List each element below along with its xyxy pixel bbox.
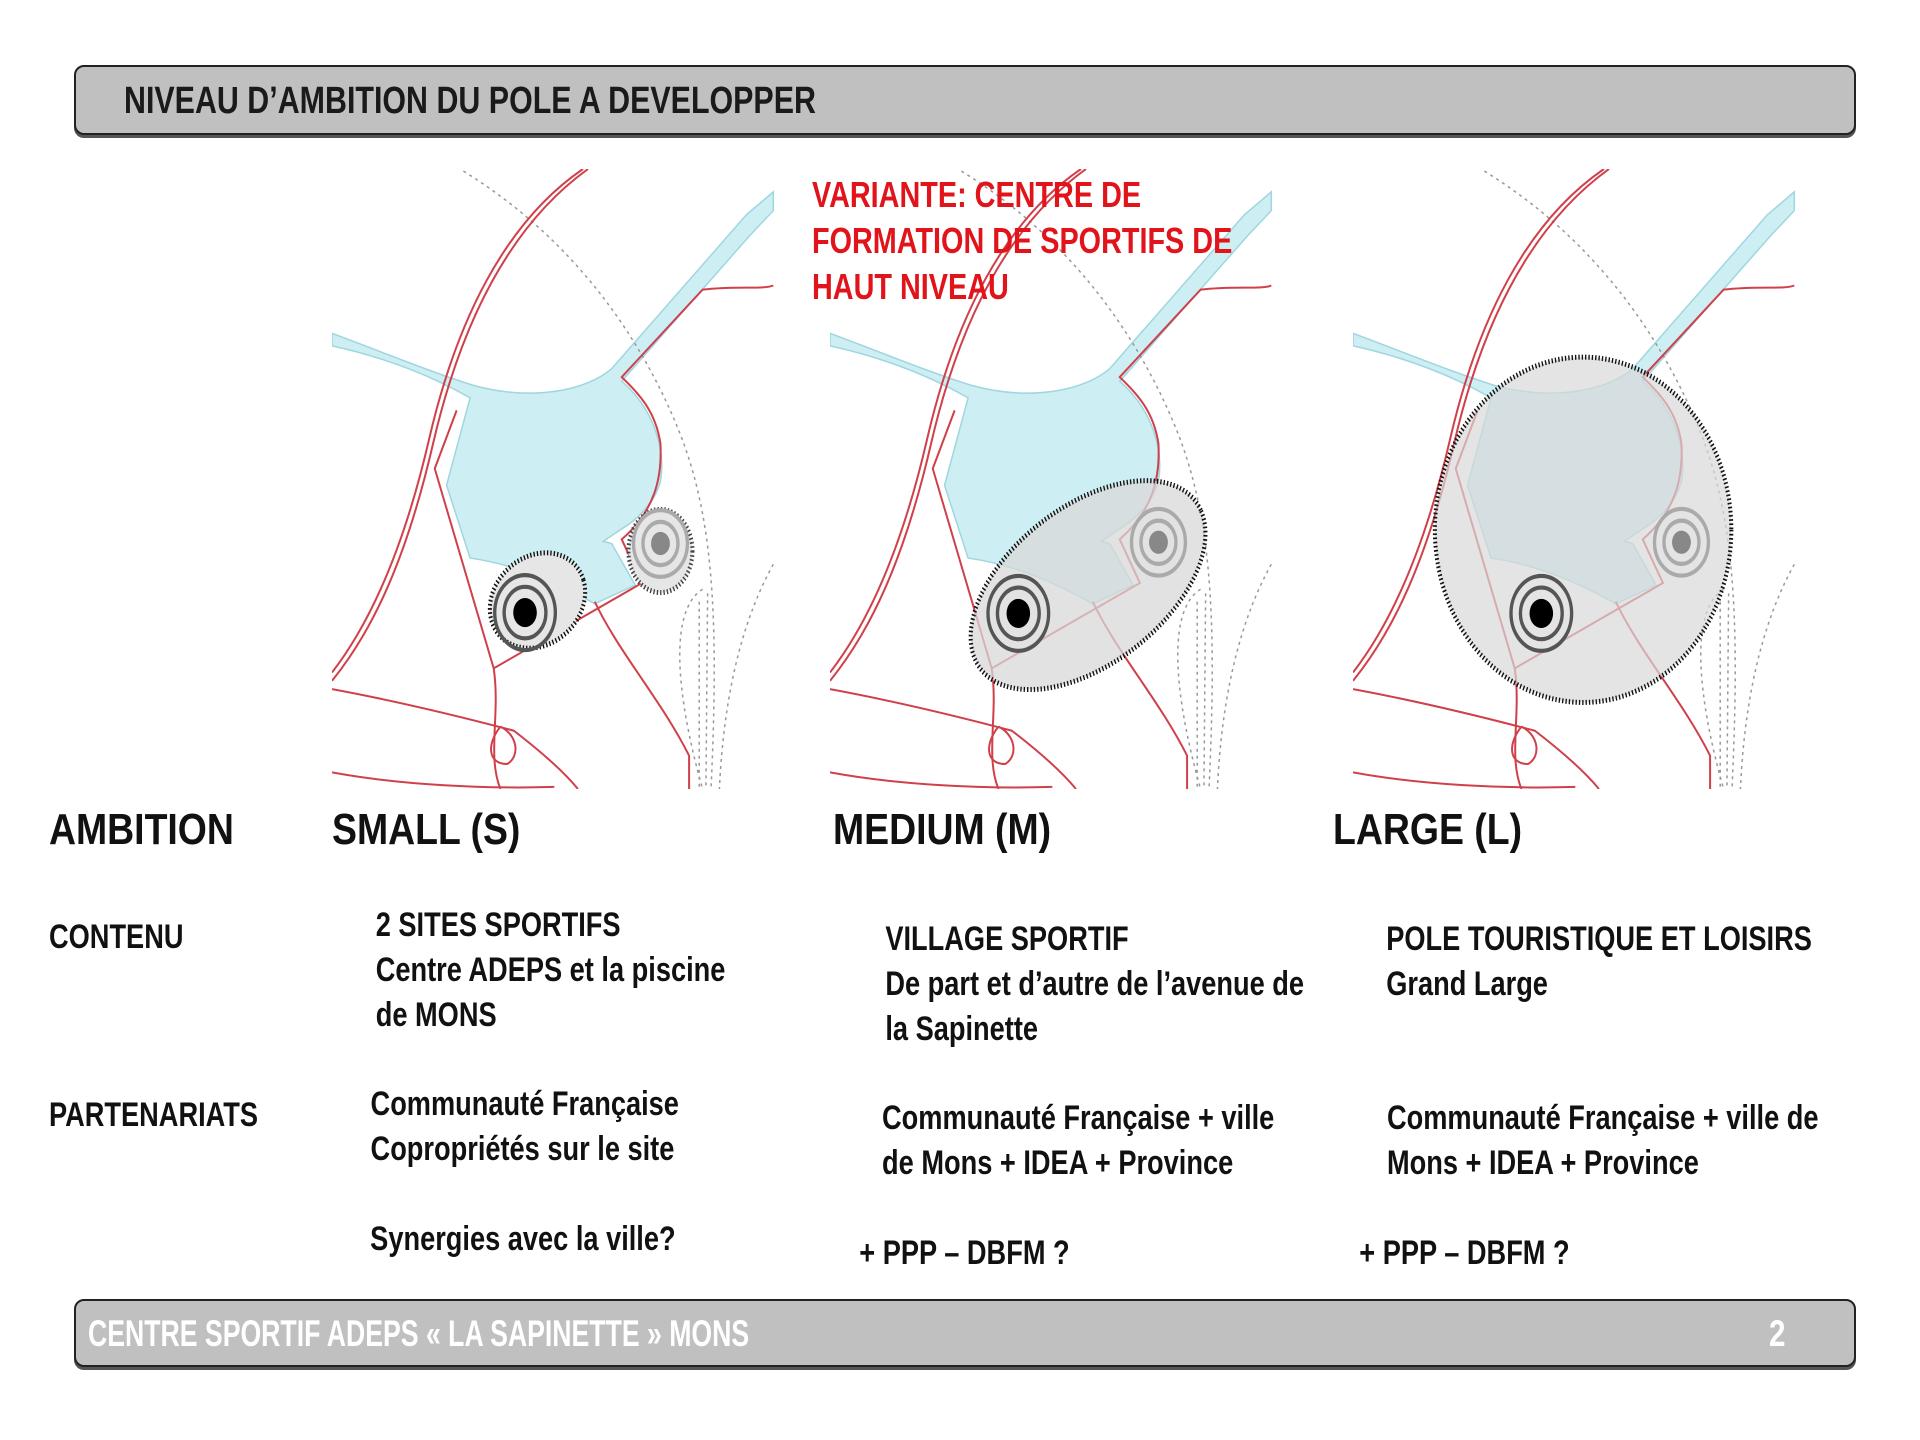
site-basemap xyxy=(332,169,774,789)
text-line: 2 SITES SPORTIFS xyxy=(375,906,621,944)
target-icon-adeps xyxy=(1511,576,1572,651)
heading-large: LARGE (L) xyxy=(1333,805,1523,854)
target-icon-adeps xyxy=(988,576,1049,651)
text-line: Mons + IDEA + Province xyxy=(1386,1144,1699,1182)
text-line: Communauté Française + ville de xyxy=(1386,1099,1819,1137)
variant-line: FORMATION DE SPORTIFS DE xyxy=(812,220,1233,261)
extra-large: + PPP – DBFM ? xyxy=(1359,1234,1570,1272)
zone-outline xyxy=(1432,354,1734,705)
extra-small: Synergies avec la ville? xyxy=(370,1220,676,1258)
text-line: Centre ADEPS et la piscine xyxy=(375,951,726,989)
partenariats-small: Communauté Française Copropriétés sur le… xyxy=(371,1082,679,1172)
footer-bar: CENTRE SPORTIF ADEPS « LA SAPINETTE » MO… xyxy=(74,1299,1856,1367)
text-line: POLE TOURISTIQUE ET LOISIRS xyxy=(1386,920,1812,958)
heading-small: SMALL (S) xyxy=(332,805,521,854)
map-small xyxy=(332,169,774,789)
row-label-contenu: CONTENU xyxy=(49,918,184,956)
page-number: 2 xyxy=(1769,1313,1786,1354)
row-label-ambition: AMBITION xyxy=(49,805,234,854)
text-line: De part et d’autre de l’avenue de xyxy=(885,965,1305,1003)
target-icon-piscine xyxy=(1132,509,1186,576)
map-medium xyxy=(830,169,1272,789)
footer-title: CENTRE SPORTIF ADEPS « LA SAPINETTE » MO… xyxy=(88,1313,750,1354)
target-icon-piscine xyxy=(1655,509,1709,576)
heading-medium: MEDIUM (M) xyxy=(833,805,1052,854)
header-bar: NIVEAU D’AMBITION DU POLE A DEVELOPPER xyxy=(74,65,1856,135)
contenu-medium: VILLAGE SPORTIF De part et d’autre de l’… xyxy=(885,917,1304,1052)
target-icon-adeps xyxy=(495,575,556,650)
text-line: Communauté Française + ville xyxy=(882,1099,1275,1137)
variant-line: HAUT NIVEAU xyxy=(812,266,1009,307)
text-line: de Mons + IDEA + Province xyxy=(882,1144,1234,1182)
extra-medium: + PPP – DBFM ? xyxy=(859,1234,1070,1272)
text-line: Copropriétés sur le site xyxy=(370,1130,675,1168)
variant-note: VARIANTE: CENTRE DE FORMATION DE SPORTIF… xyxy=(812,172,1232,310)
map-large xyxy=(1353,169,1795,789)
text-line: la Sapinette xyxy=(885,1010,1039,1048)
partenariats-medium: Communauté Française + ville de Mons + I… xyxy=(882,1096,1274,1186)
page-title: NIVEAU D’AMBITION DU POLE A DEVELOPPER xyxy=(124,80,816,122)
contenu-small: 2 SITES SPORTIFS Centre ADEPS et la pisc… xyxy=(376,903,726,1038)
contenu-large: POLE TOURISTIQUE ET LOISIRS Grand Large xyxy=(1386,917,1812,1007)
text-line: Grand Large xyxy=(1386,965,1548,1003)
target-icon-piscine xyxy=(634,510,688,577)
partenariats-large: Communauté Française + ville de Mons + I… xyxy=(1387,1096,1819,1186)
text-line: VILLAGE SPORTIF xyxy=(885,920,1129,958)
text-line: Communauté Française xyxy=(370,1085,679,1123)
row-label-partenariats: PARTENARIATS xyxy=(49,1096,259,1134)
text-line: de MONS xyxy=(375,996,497,1034)
variant-line: VARIANTE: CENTRE DE xyxy=(812,174,1142,215)
